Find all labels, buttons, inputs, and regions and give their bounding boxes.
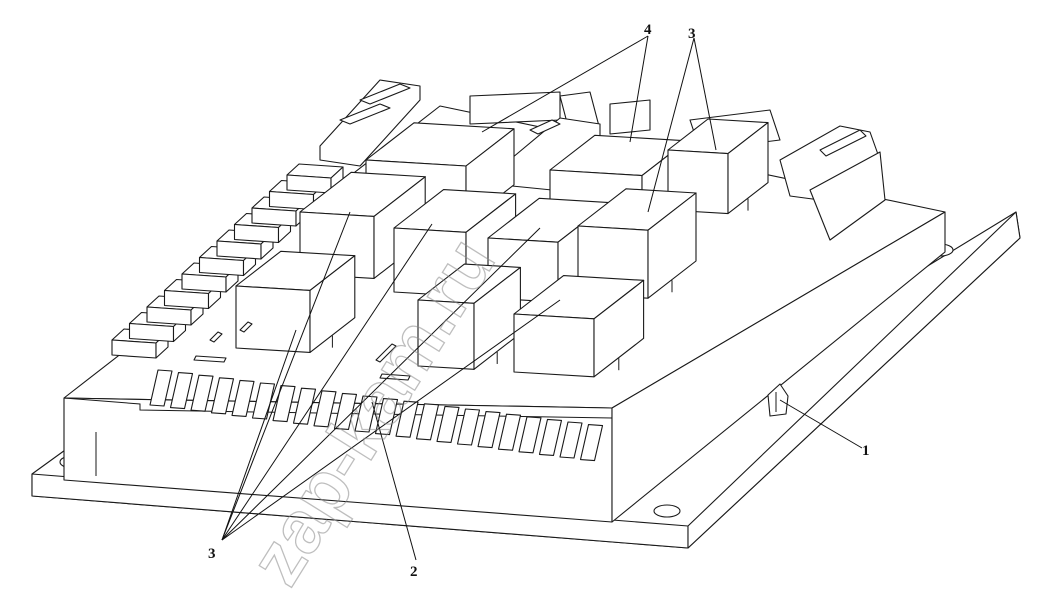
- relay-side: [309, 255, 356, 353]
- fuse-front: [251, 207, 297, 227]
- comb-tooth: [374, 398, 399, 436]
- comb-tooth: [415, 403, 440, 441]
- leader-lines: [221, 35, 863, 561]
- terminal-comb: [149, 369, 604, 462]
- comb-tooth: [395, 400, 419, 438]
- relay-front: [513, 313, 595, 378]
- callout-1: 1: [862, 443, 870, 459]
- relay-side: [647, 192, 697, 299]
- callout-4: 4: [644, 22, 652, 38]
- fuse-row: [111, 163, 344, 359]
- comb-tooth: [477, 411, 501, 449]
- relay-front-3: [513, 275, 645, 378]
- fuse-front: [146, 306, 192, 326]
- comb-tooth: [149, 369, 173, 407]
- comb-tooth: [210, 377, 235, 415]
- callout-3-top: 3: [688, 26, 696, 42]
- comb-tooth: [436, 405, 460, 443]
- fuse-front: [111, 339, 157, 359]
- comb-tooth: [292, 387, 317, 425]
- fuse-front: [216, 240, 262, 260]
- relay-front-2: [417, 263, 521, 370]
- callouts: 1 2 3 3 4: [208, 22, 870, 580]
- comb-tooth: [538, 418, 563, 456]
- comb-tooth: [518, 416, 542, 454]
- relay-side: [727, 122, 769, 215]
- comb-tooth: [354, 395, 378, 433]
- comb-tooth: [231, 379, 255, 417]
- side-latch: [767, 383, 789, 417]
- fuse-front: [128, 322, 175, 343]
- fuse-front: [181, 273, 227, 293]
- callout-2: 2: [410, 564, 418, 580]
- top-slots: [193, 321, 411, 381]
- comb-tooth: [559, 421, 583, 459]
- comb-tooth: [579, 424, 604, 462]
- relay-side: [593, 279, 645, 378]
- fuse-front: [233, 223, 280, 244]
- fuse-front: [163, 289, 210, 310]
- callout-3-bottom: 3: [208, 546, 216, 562]
- comb-tooth: [272, 385, 296, 423]
- fuse-front: [286, 174, 332, 194]
- comb-tooth: [313, 390, 337, 428]
- comb-tooth: [456, 408, 481, 446]
- comb-tooth: [497, 413, 522, 451]
- comb-tooth: [251, 382, 276, 420]
- comb-tooth: [169, 372, 194, 410]
- comb-tooth: [190, 374, 214, 412]
- relay-front-1: [235, 250, 356, 353]
- mount-hole-bottom: [653, 504, 681, 518]
- comb-tooth: [333, 392, 358, 430]
- fuse-front: [198, 256, 245, 277]
